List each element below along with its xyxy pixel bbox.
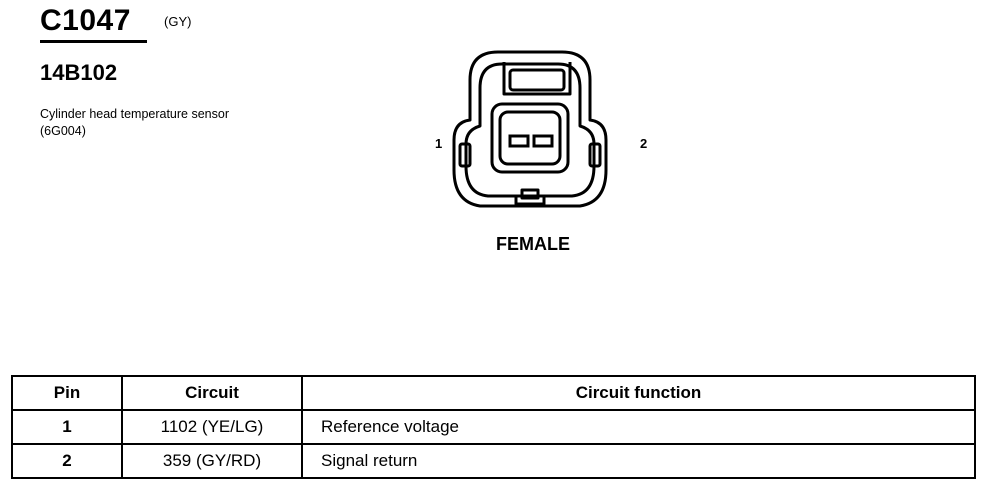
terminal-cavity-inner — [498, 110, 562, 166]
pin-label-2: 2 — [640, 136, 648, 151]
connector-color-code: (GY) — [164, 14, 192, 29]
connector-inner-housing — [464, 62, 596, 198]
connector-id: C1047 — [40, 4, 131, 37]
component-description: Cylinder head temperature sensor (6G004) — [40, 107, 229, 138]
connector-gender-label: FEMALE — [496, 234, 570, 254]
pin-1-socket — [508, 134, 530, 148]
cell-pin: 1 — [11, 409, 123, 445]
side-latch-right — [588, 142, 602, 168]
terminal-cavity-frame — [490, 102, 570, 174]
bottom-key-slot — [520, 188, 540, 200]
connector-outer-housing — [452, 50, 608, 208]
table-header-row: Pin Circuit Circuit function — [11, 375, 976, 411]
locking-tab — [502, 62, 572, 96]
cell-pin: 2 — [11, 443, 123, 479]
table-row: 2 359 (GY/RD) Signal return — [11, 443, 976, 479]
header-circuit: Circuit — [121, 375, 303, 411]
pin-2-socket — [532, 134, 554, 148]
locking-tab-body — [508, 68, 566, 92]
part-number: 14B102 — [40, 60, 118, 85]
cell-function: Reference voltage — [301, 409, 976, 445]
table-row: 1 1102 (YE/LG) Reference voltage — [11, 409, 976, 445]
header-pin: Pin — [11, 375, 123, 411]
cell-circuit: 1102 (YE/LG) — [121, 409, 303, 445]
side-latch-left — [458, 142, 472, 168]
connector-face-diagram — [452, 50, 608, 208]
pin-label-1: 1 — [435, 136, 443, 151]
cell-function: Signal return — [301, 443, 976, 479]
header-circuit-function: Circuit function — [301, 375, 976, 411]
cell-circuit: 359 (GY/RD) — [121, 443, 303, 479]
bottom-key — [514, 196, 546, 206]
connector-id-underline — [40, 40, 147, 43]
pin-circuit-table: Pin Circuit Circuit function 1 1102 (YE/… — [11, 375, 976, 479]
